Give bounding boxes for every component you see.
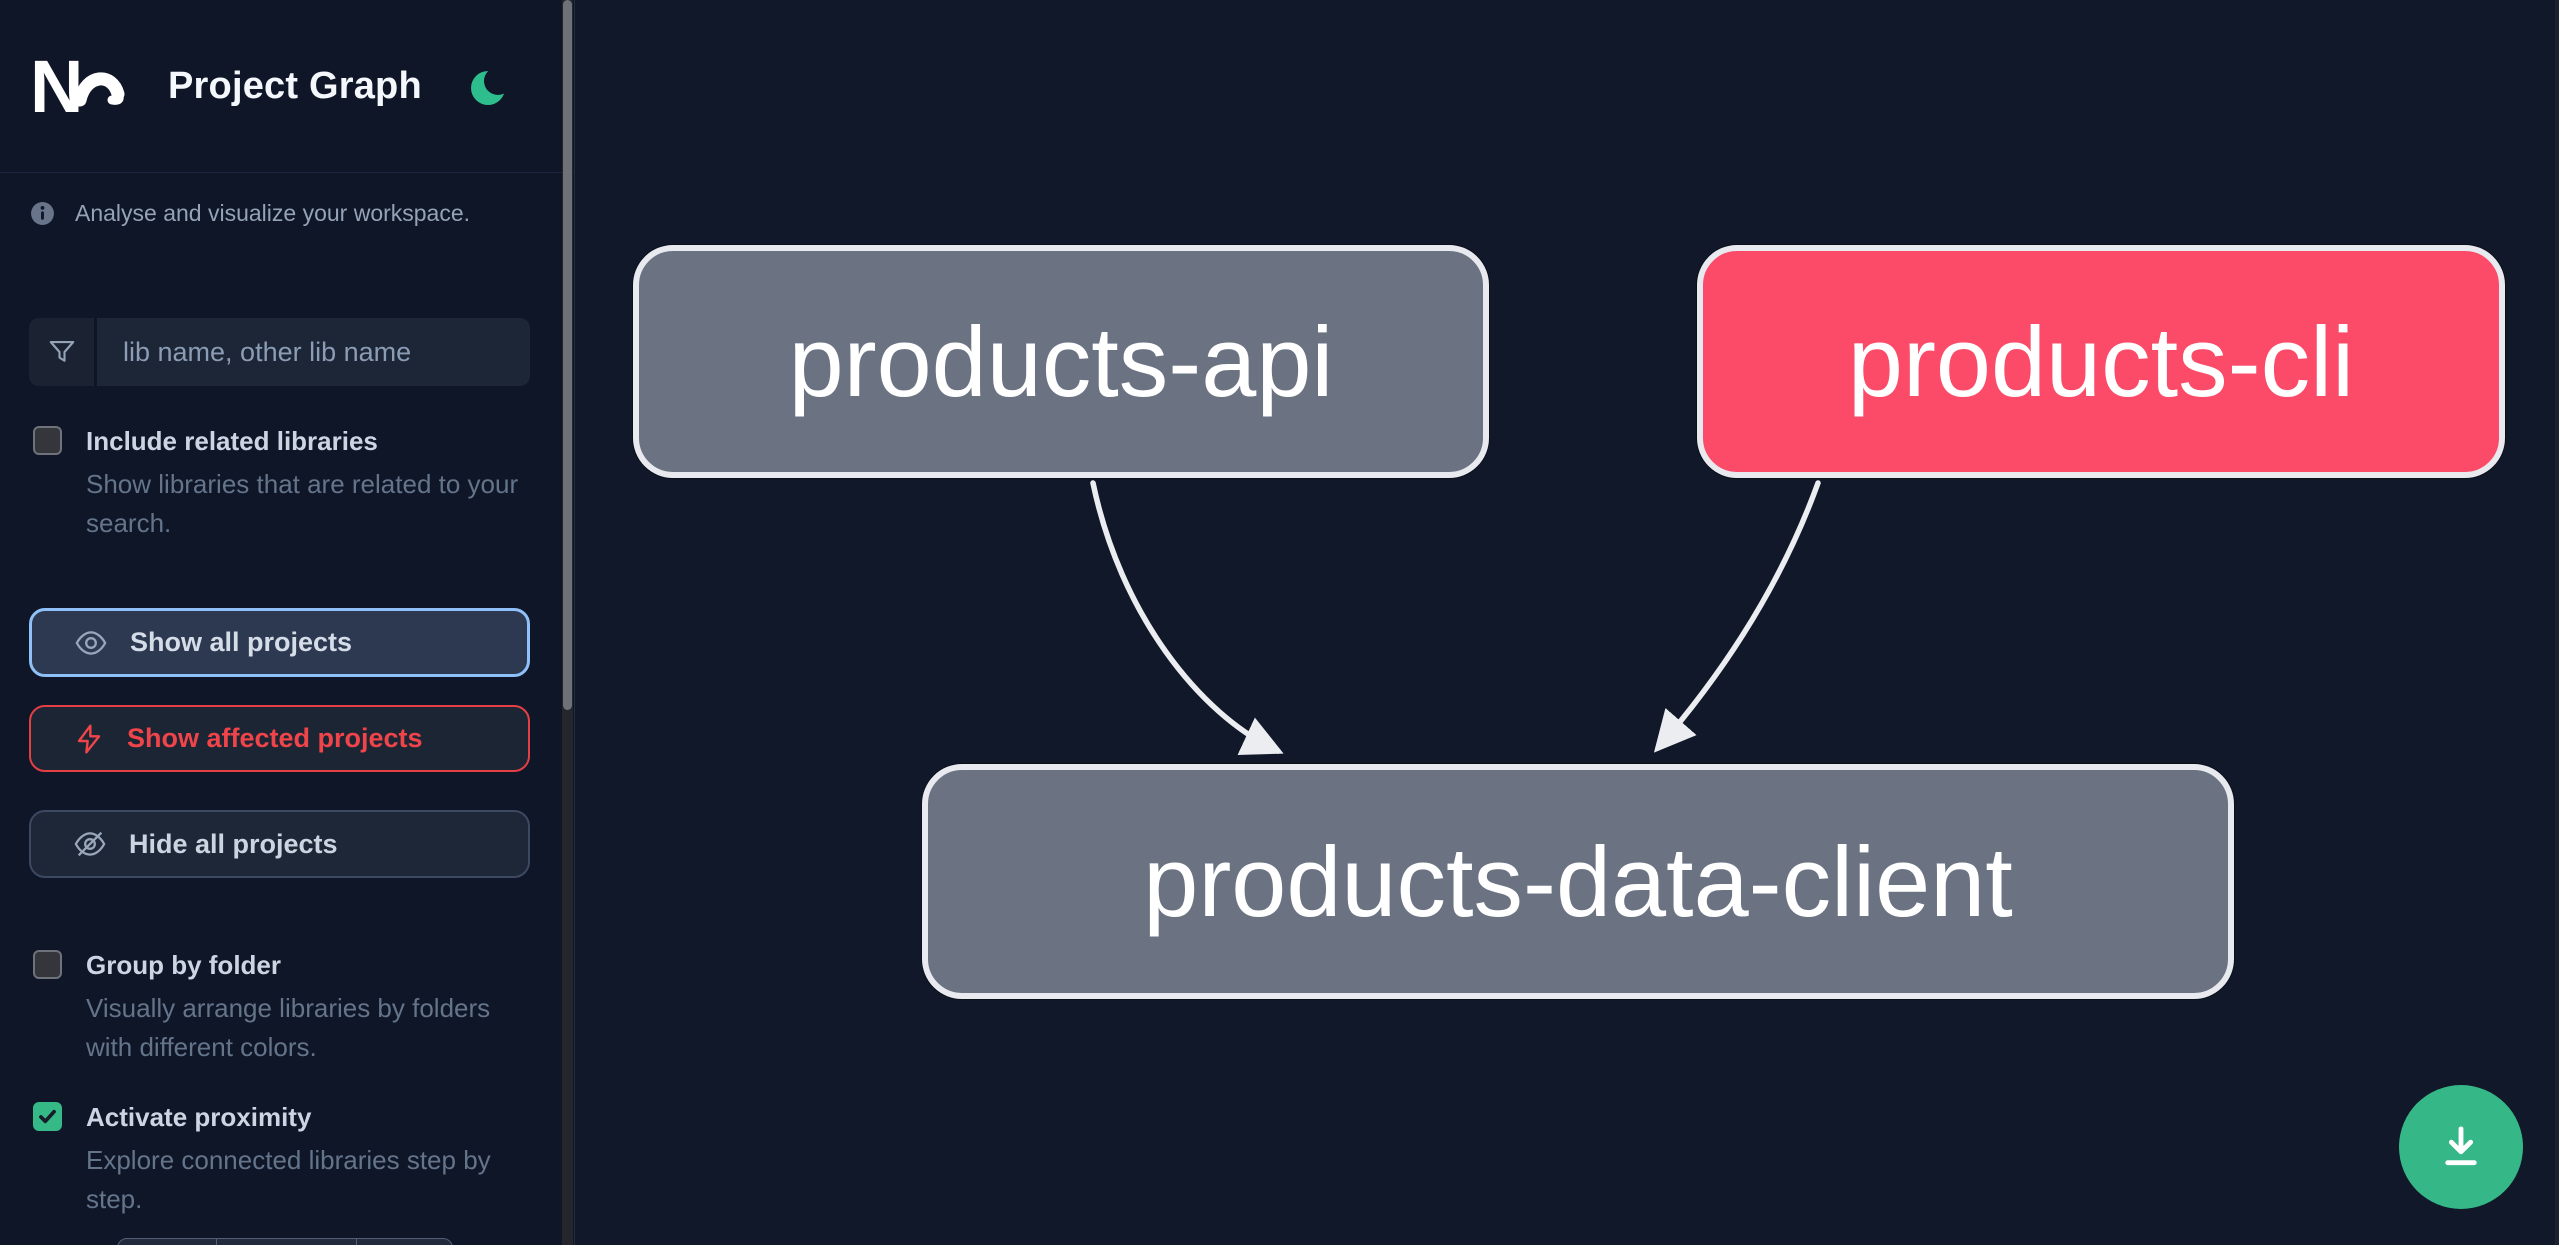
checkmark-icon bbox=[39, 1109, 56, 1124]
checkbox-description: Explore connected libraries step by step… bbox=[86, 1145, 491, 1214]
button-label: Hide all projects bbox=[129, 828, 338, 859]
search-field bbox=[29, 318, 530, 386]
checkbox-description: Show libraries that are related to your … bbox=[86, 469, 519, 538]
hide-all-projects-button[interactable]: Hide all projects bbox=[29, 810, 530, 878]
info-icon bbox=[31, 202, 54, 225]
workspace-info: Analyse and visualize your workspace. bbox=[30, 200, 470, 227]
eye-icon bbox=[75, 630, 107, 655]
stepper-increment[interactable] bbox=[356, 1239, 452, 1245]
proximity-depth-stepper[interactable] bbox=[117, 1238, 453, 1245]
sidebar-scrollbar[interactable] bbox=[562, 0, 573, 1245]
page-title: Project Graph bbox=[168, 64, 422, 107]
download-icon bbox=[2445, 1126, 2477, 1166]
download-graph-button[interactable] bbox=[2399, 1085, 2523, 1209]
show-all-projects-button[interactable]: Show all projects bbox=[29, 608, 530, 677]
checkbox-label[interactable]: Group by folder bbox=[86, 950, 281, 980]
checkbox-description: Visually arrange libraries by folders wi… bbox=[86, 993, 491, 1062]
svg-text:N: N bbox=[30, 50, 83, 122]
checkbox-activate-proximity[interactable] bbox=[33, 1102, 62, 1131]
sidebar-header: N Project Graph bbox=[0, 0, 574, 173]
toggle-include-related: Include related libraries Show libraries… bbox=[33, 426, 533, 538]
checkbox-group-by-folder[interactable] bbox=[33, 950, 62, 979]
button-label: Show affected projects bbox=[127, 723, 423, 753]
graph-node-products-data-client[interactable]: products-data-client bbox=[922, 764, 2234, 999]
nx-logo: N bbox=[30, 50, 125, 122]
stepper-decrement[interactable] bbox=[118, 1239, 216, 1245]
graph-canvas[interactable] bbox=[576, 0, 2559, 1245]
theme-toggle-button[interactable] bbox=[468, 67, 512, 108]
show-affected-projects-button[interactable]: Show affected projects bbox=[29, 705, 530, 772]
eye-off-icon bbox=[74, 831, 106, 857]
scrollbar-thumb[interactable] bbox=[563, 0, 572, 710]
moon-icon bbox=[471, 67, 512, 105]
filter-icon-cell bbox=[29, 318, 97, 386]
toggle-activate-proximity: Activate proximity Explore connected lib… bbox=[33, 1102, 533, 1242]
toggle-group-by-folder: Group by folder Visually arrange librari… bbox=[33, 950, 533, 1090]
graph-node-products-cli[interactable]: products-cli bbox=[1697, 245, 2505, 478]
search-input[interactable] bbox=[97, 318, 530, 386]
lightning-bolt-icon bbox=[77, 723, 101, 754]
checkbox-label[interactable]: Activate proximity bbox=[86, 1102, 312, 1132]
checkbox-include-related[interactable] bbox=[33, 426, 62, 455]
graph-node-products-api[interactable]: products-api bbox=[633, 245, 1489, 478]
checkbox-label[interactable]: Include related libraries bbox=[86, 426, 378, 456]
sidebar: N Project Graph Analyse and visualize yo… bbox=[0, 0, 575, 1245]
button-label: Show all projects bbox=[130, 627, 353, 657]
filter-funnel-icon bbox=[49, 340, 74, 362]
tagline-text: Analyse and visualize your workspace. bbox=[75, 200, 471, 226]
stepper-value bbox=[216, 1239, 356, 1245]
canvas-right-edge bbox=[2555, 0, 2559, 1245]
